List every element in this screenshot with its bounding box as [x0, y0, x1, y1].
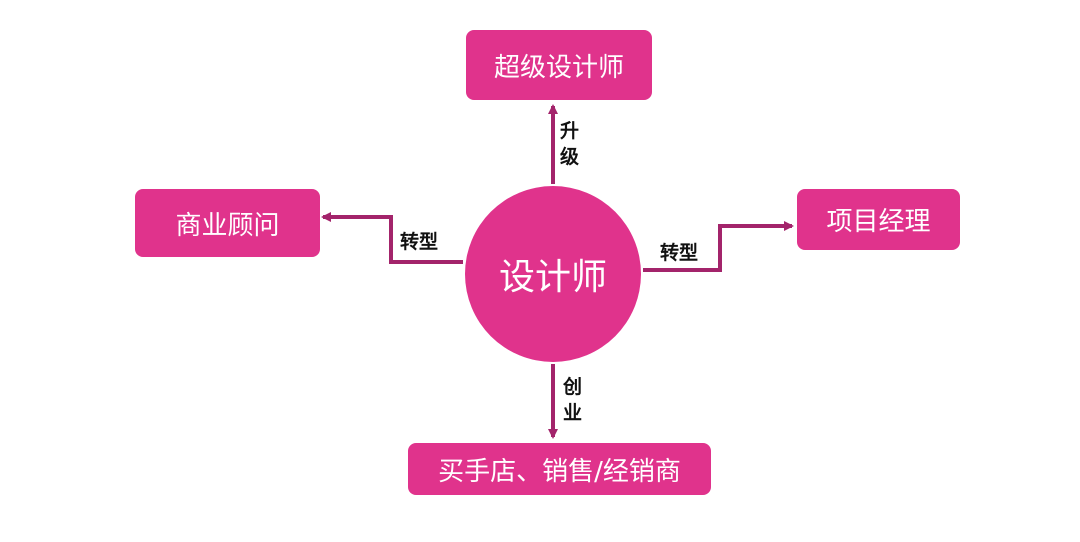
arrow-right	[643, 221, 794, 272]
node-right: 项目经理	[797, 189, 960, 250]
node-bottom: 买手店、销售/经销商	[408, 443, 711, 495]
edge-label-right: 转型	[660, 242, 699, 264]
edge-label-up: 升级	[560, 120, 580, 168]
node-top: 超级设计师	[466, 30, 652, 100]
edge-label-left: 转型	[400, 231, 439, 253]
center-node: 设计师	[465, 186, 641, 362]
node-left: 商业顾问	[135, 189, 320, 257]
edge-label-down: 创业	[563, 376, 583, 424]
arrow-left	[321, 212, 463, 264]
